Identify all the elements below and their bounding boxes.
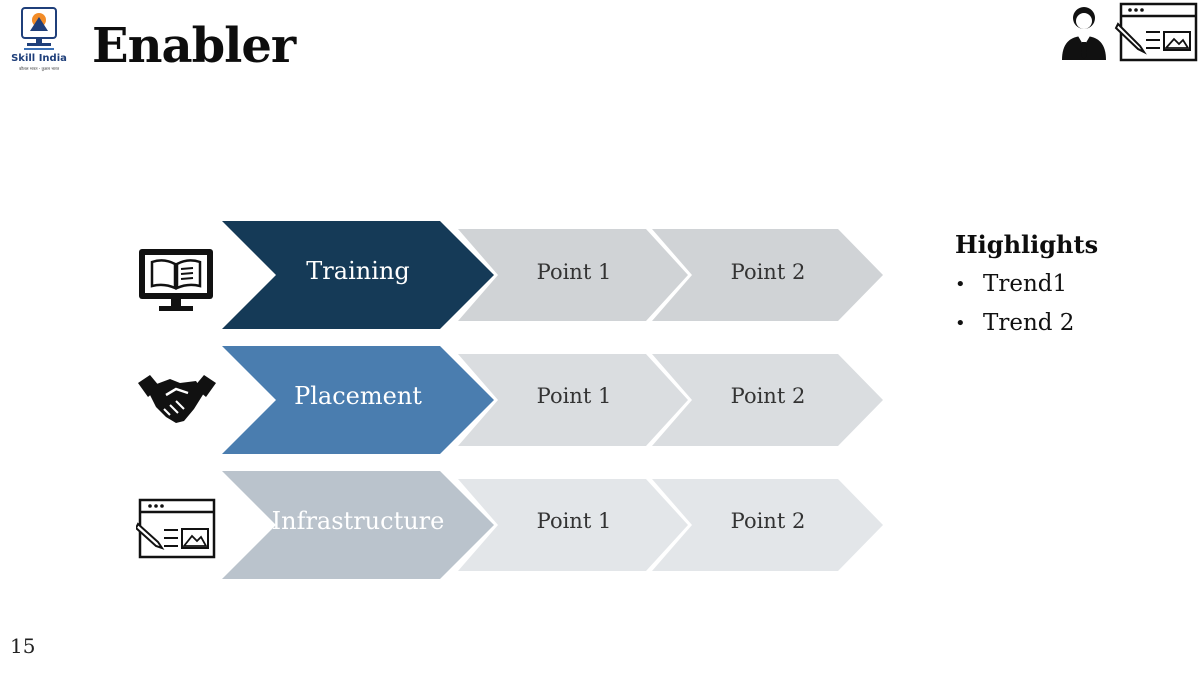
corner-icons: [1060, 2, 1198, 62]
page-number: 15: [10, 634, 36, 658]
row-infrastructure-point-2: Point 2: [730, 509, 806, 533]
row-infrastructure-point-1: Point 1: [536, 509, 612, 533]
chevron-point-2: [652, 479, 883, 571]
skill-india-logo: Skill India कौशल भारत - कुशल भारत: [10, 5, 68, 73]
monitor-book-icon: [136, 240, 218, 311]
page-title: Enabler: [92, 18, 296, 74]
chevron-point-1: [458, 229, 688, 321]
logo-tagline: कौशल भारत - कुशल भारत: [18, 66, 60, 71]
highlights-list: •Trend1 •Trend 2: [955, 265, 1185, 343]
row-training-point-2: Point 2: [730, 260, 806, 284]
chevron-point-2: [652, 354, 883, 446]
row-placement-label: Placement: [294, 382, 422, 410]
row-placement-point-1: Point 1: [536, 384, 612, 408]
web-design-icon: [1114, 2, 1198, 62]
chevron-point-1: [458, 479, 688, 571]
logo-text: Skill India: [11, 53, 67, 64]
highlight-item-text: Trend 2: [983, 310, 1075, 336]
highlights-panel: Highlights •Trend1 •Trend 2: [955, 230, 1185, 343]
row-training-label: Training: [306, 257, 410, 285]
process-chevrons: Training Point 1 Point 2 Placement Point…: [220, 218, 890, 583]
web-design-icon: [134, 496, 218, 566]
row-training-point-1: Point 1: [536, 260, 612, 284]
highlight-item: •Trend1: [955, 271, 1068, 297]
chevron-point-2: [652, 229, 883, 321]
chevron-head: [222, 346, 494, 454]
row-infrastructure-label: Infrastructure: [271, 507, 445, 535]
chevron-head: [222, 221, 494, 329]
chevron-point-1: [458, 354, 688, 446]
businessman-icon: [1062, 7, 1106, 60]
row-placement-point-2: Point 2: [730, 384, 806, 408]
highlight-item-text: Trend1: [983, 271, 1068, 297]
skill-india-emblem-icon: [21, 7, 57, 50]
chevron-head: [222, 471, 494, 579]
highlights-heading: Highlights: [955, 230, 1099, 259]
highlight-item: •Trend 2: [955, 310, 1075, 336]
chevron-shapes: [222, 221, 883, 579]
handshake-icon: [136, 365, 218, 435]
